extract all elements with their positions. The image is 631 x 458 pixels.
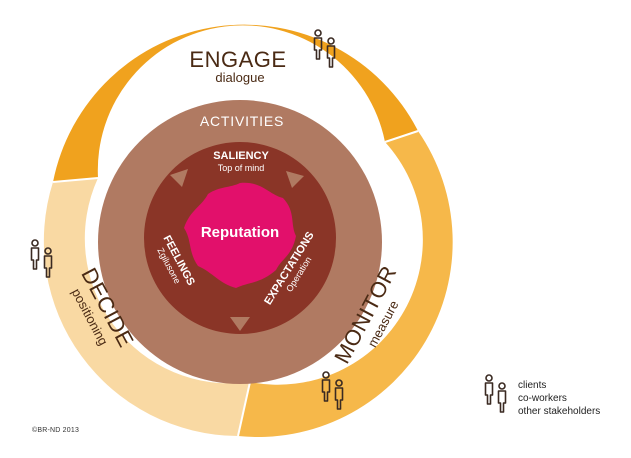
activities-label: ACTIVITIES	[200, 113, 284, 129]
engage-title: ENGAGE	[189, 47, 286, 72]
legend-item-co-workers: co-workers	[518, 393, 567, 404]
copyright: ©BR-ND 2013	[32, 427, 80, 434]
reputation-label: Reputation	[201, 224, 279, 241]
saliency-subtitle: Top of mind	[218, 163, 265, 173]
monitor-segment	[238, 131, 453, 437]
engage-segment	[53, 24, 418, 183]
engage-subtitle: dialogue	[215, 70, 264, 85]
saliency-title: SALIENCY	[213, 150, 269, 162]
legend-item-clients: clients	[518, 380, 547, 391]
legend: clients co-workers other stakeholders	[478, 372, 628, 432]
reputation-center	[184, 182, 296, 288]
legend-item-other-stakeholders: other stakeholders	[518, 406, 601, 417]
decide-segment	[43, 178, 251, 436]
